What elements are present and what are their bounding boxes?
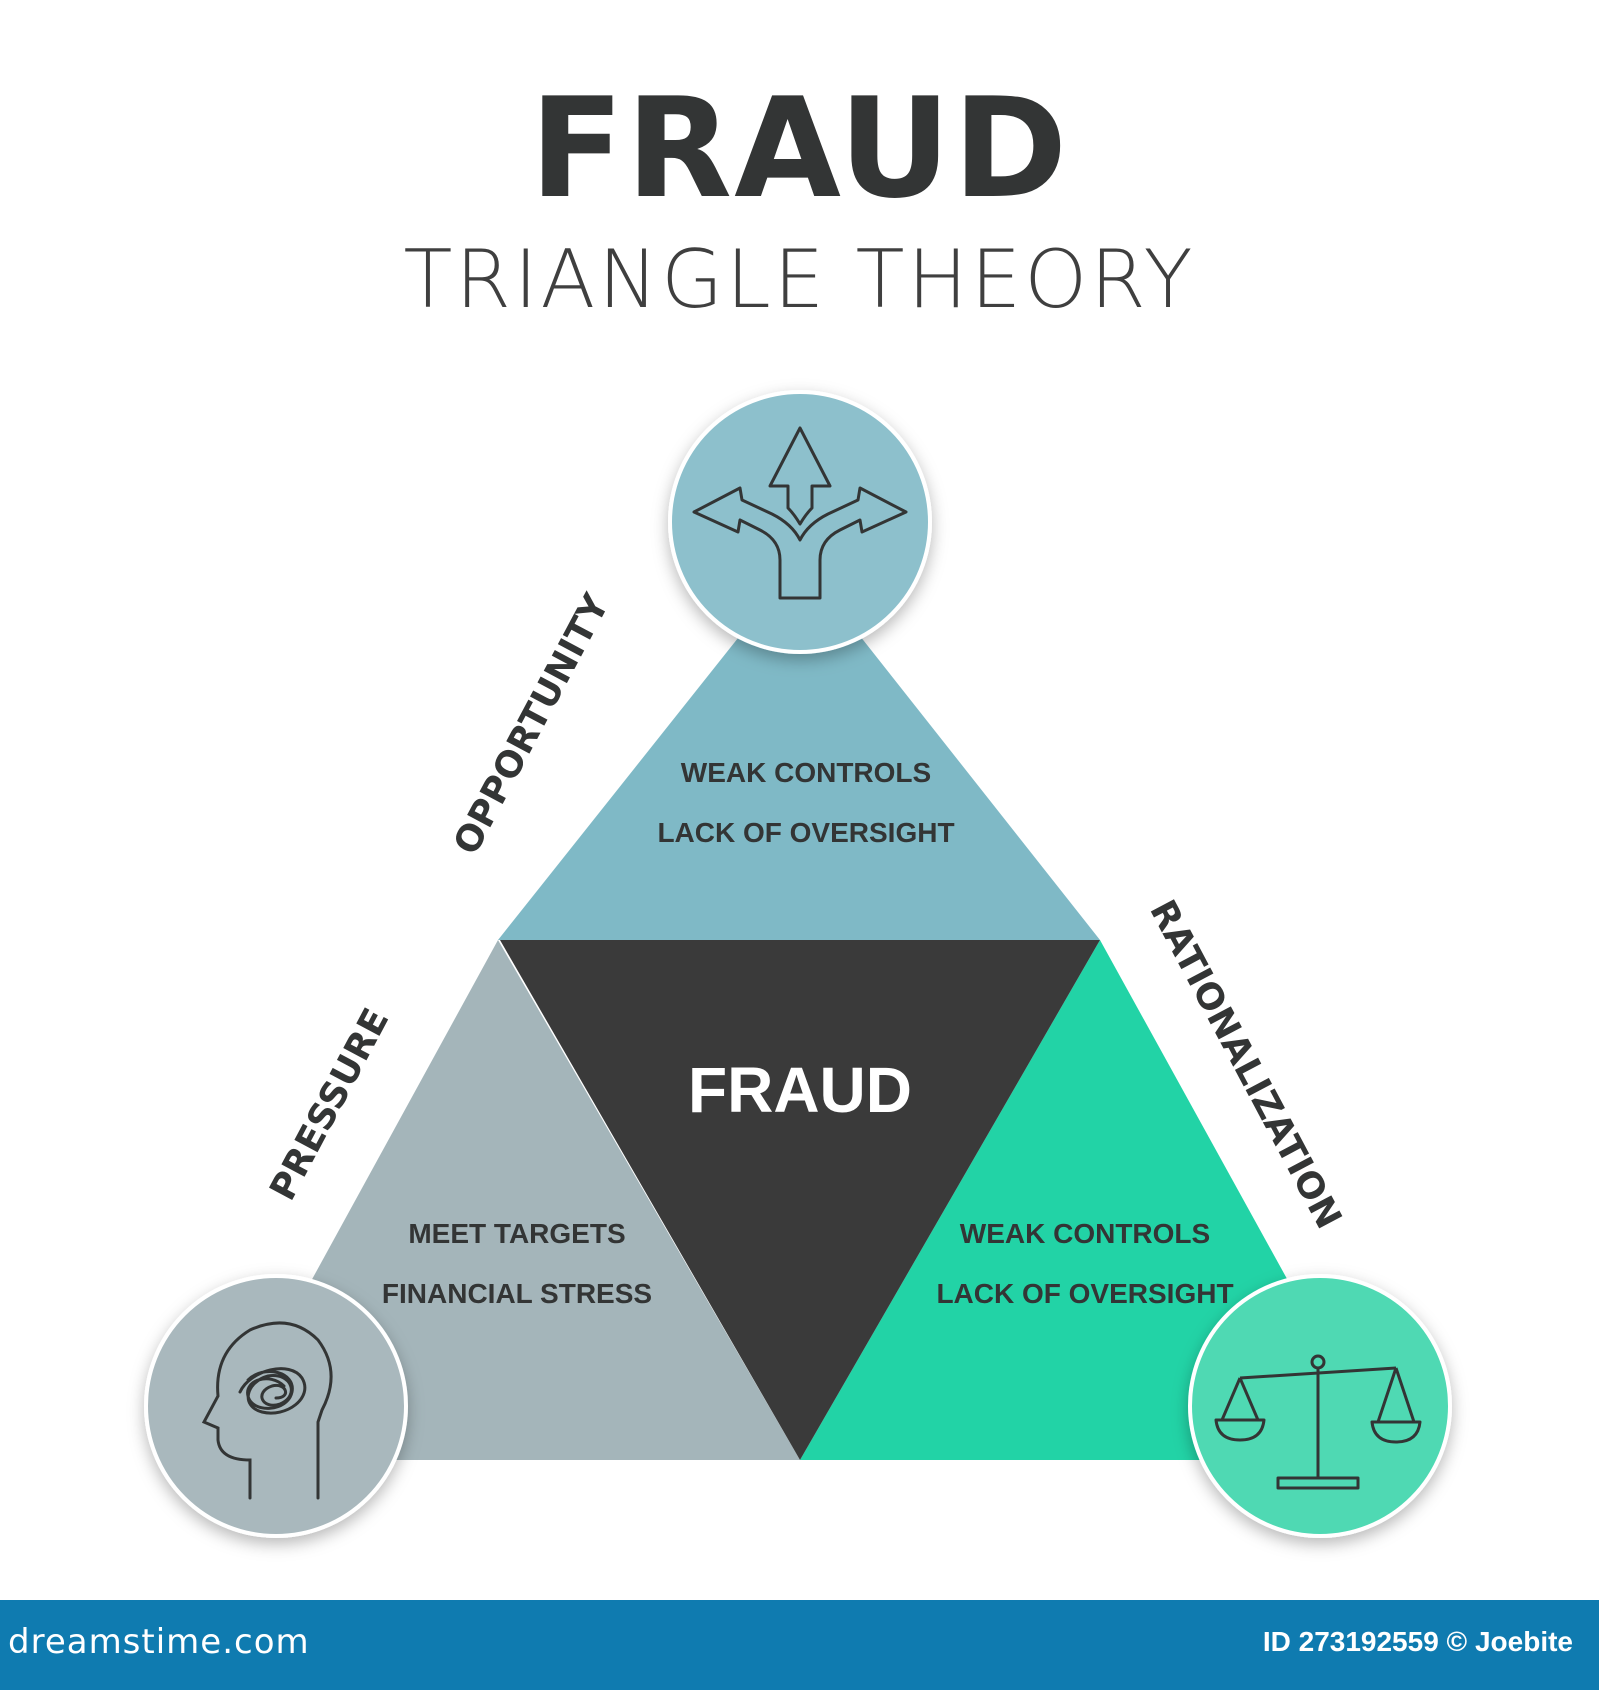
rationalization-line-1: WEAK CONTROLS — [960, 1218, 1210, 1249]
pressure-line-1: MEET TARGETS — [408, 1218, 625, 1249]
opportunity-section — [498, 560, 1100, 940]
stressed-head-icon — [201, 1321, 333, 1500]
crossroads-arrows-icon — [692, 426, 908, 600]
page-title: FRAUD — [529, 68, 1070, 229]
stock-id-label: ID 273192559 © Joebite — [1262, 1626, 1573, 1657]
rationalization-line-2: LACK OF OVERSIGHT — [936, 1278, 1233, 1309]
pressure-line-2: FINANCIAL STRESS — [382, 1278, 652, 1309]
pressure-icon-badge — [144, 1274, 408, 1538]
fraud-center-triangle — [500, 940, 1100, 1460]
rationalization-icon-badge — [1188, 1274, 1452, 1538]
page-subtitle: TRIANGLE THEORY — [403, 233, 1196, 326]
center-fraud-label: FRAUD — [688, 1054, 912, 1126]
opportunity-line-1: WEAK CONTROLS — [681, 757, 931, 788]
stock-site-label[interactable]: dreamstime.com — [8, 1622, 310, 1662]
opportunity-side-label: OPPORTUNITY — [446, 587, 618, 861]
opportunity-line-2: LACK OF OVERSIGHT — [657, 817, 954, 848]
stock-footer-bar: dreamstime.com ID 273192559 © Joebite — [0, 1600, 1599, 1690]
balance-scale-icon — [1214, 1354, 1422, 1490]
opportunity-icon-badge — [668, 390, 932, 654]
